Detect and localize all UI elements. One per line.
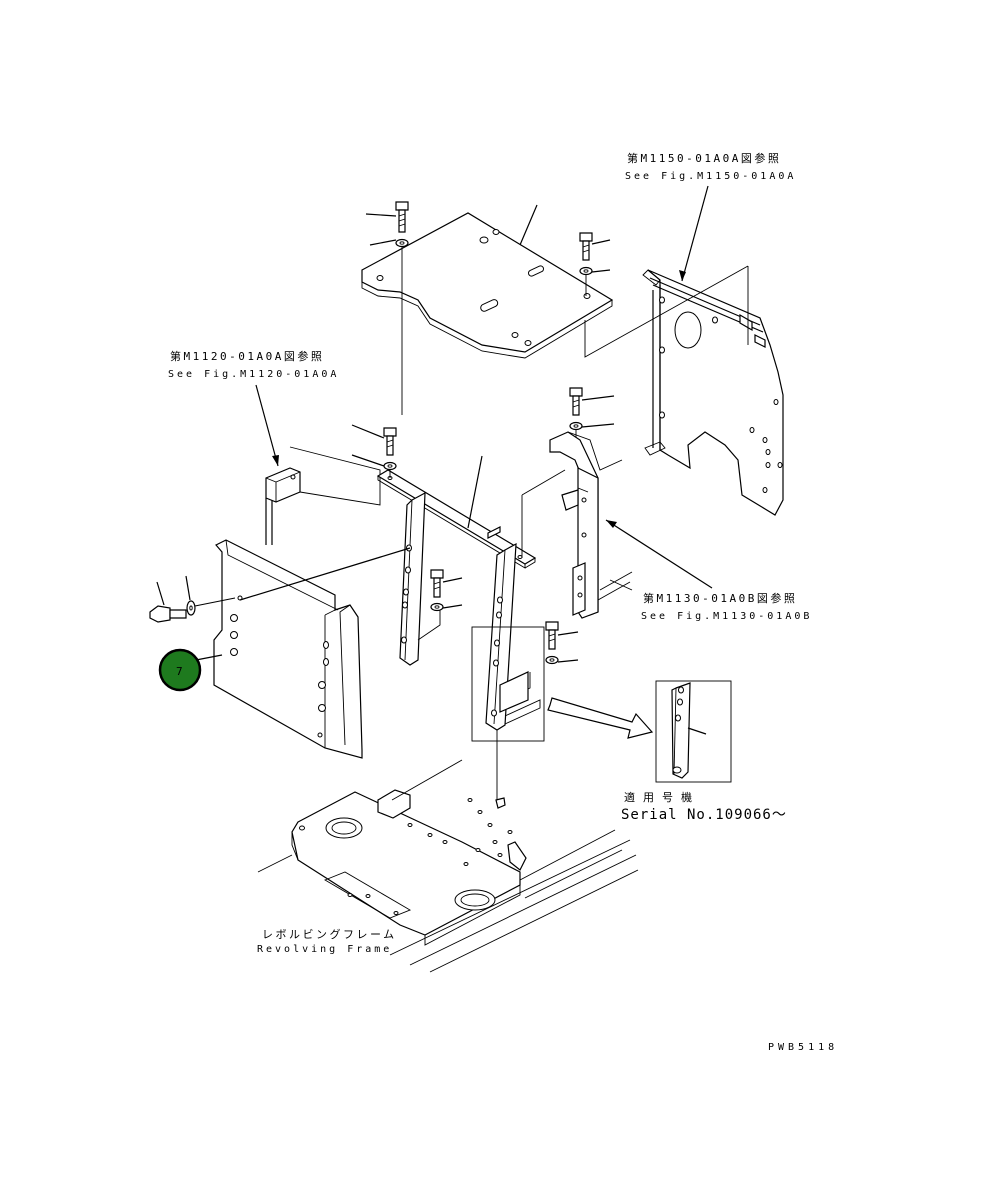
side-cover-panel <box>213 539 411 759</box>
bolt-side-panel <box>149 575 236 623</box>
ref-leader-m1130 <box>605 519 713 589</box>
ref-label-jp-m1120: 第M1120-01A0A図参照 <box>170 349 324 363</box>
top-cover-plate <box>361 204 614 359</box>
detail-box-source <box>471 626 545 742</box>
callout-7: 7 <box>158 648 223 692</box>
frame-label-jp: レボルビングフレーム <box>262 927 397 941</box>
ref-label-jp-m1130: 第M1130-01A0B図参照 <box>643 591 797 605</box>
bolt-lower-right <box>545 621 579 665</box>
left-frame-post <box>265 446 381 545</box>
ref-label-jp-m1150: 第M1150-01A0A図参照 <box>627 151 781 165</box>
ref-label-en-m1120: See Fig.M1120-01A0A <box>168 369 339 380</box>
drawing-code: PWB5118 <box>768 1042 838 1053</box>
right-back-panel <box>584 265 784 516</box>
ref-leader-m1120 <box>255 384 279 467</box>
frame-label-en: Revolving Frame <box>257 944 392 955</box>
serial-number-label: Serial No.109066〜 <box>621 807 787 823</box>
bolt-top-left <box>365 201 409 288</box>
bolt-top-right <box>579 232 611 296</box>
ref-label-en-m1150: See Fig.M1150-01A0A <box>625 171 796 182</box>
applicable-label-jp: 適用号機 <box>624 790 700 804</box>
revolving-frame <box>257 730 639 973</box>
detail-arrow <box>547 697 654 739</box>
right-frame-bracket <box>521 431 633 619</box>
bolt-center-mid <box>430 569 463 612</box>
bolt-center-left <box>351 424 397 478</box>
ref-arrow-m1150 <box>679 270 686 281</box>
bolt-mid-right <box>569 387 615 445</box>
center-cross-frame <box>376 455 537 731</box>
ref-leader-m1150 <box>681 185 709 282</box>
detail-box-enlarged <box>655 680 732 783</box>
ref-arrow-m1120 <box>272 455 279 466</box>
callout-number: 7 <box>176 665 183 678</box>
ref-arrow-m1130 <box>606 520 617 528</box>
ref-label-en-m1130: See Fig.M1130-01A0B <box>641 611 812 622</box>
